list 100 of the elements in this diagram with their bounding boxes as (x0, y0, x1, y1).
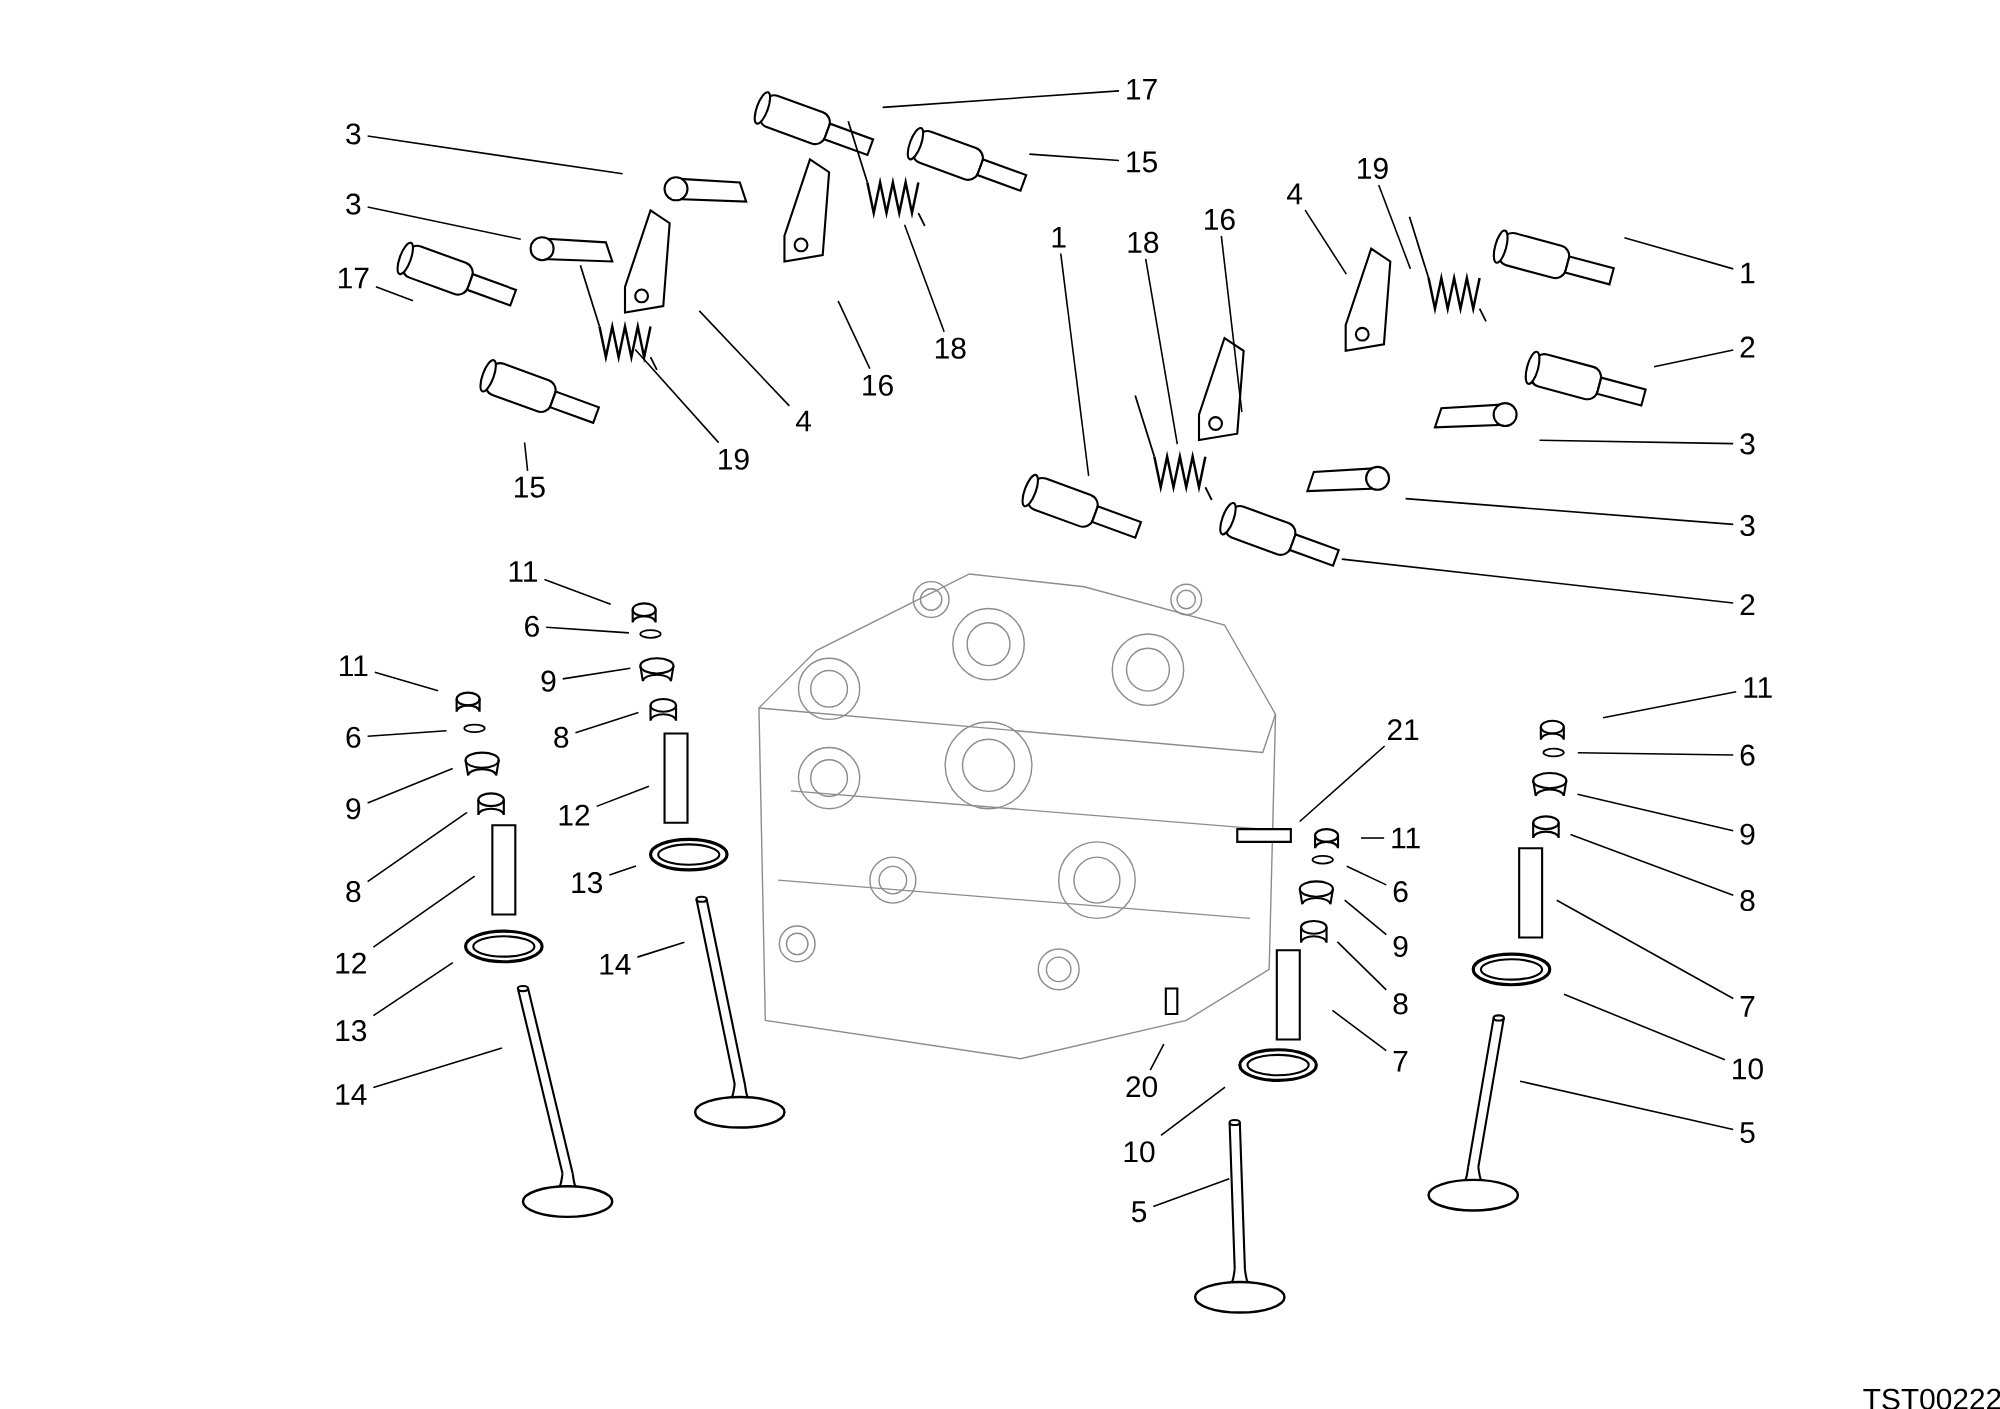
leader-line (562, 667, 632, 680)
callout-number: 9 (1740, 823, 1755, 845)
callout-number: 11 (1744, 677, 1772, 698)
callout-number: 11 (340, 655, 368, 676)
callout-number: 5 (1740, 1122, 1755, 1143)
callout-number: 15 (1127, 151, 1157, 173)
leader-line (1653, 348, 1734, 368)
leader-line (1602, 690, 1737, 719)
callout-number: 15 (515, 476, 545, 498)
leader-line (837, 299, 871, 370)
callout-number: 21 (1387, 719, 1419, 740)
callout-number: 3 (1740, 514, 1755, 536)
callout-number: 16 (863, 374, 893, 396)
callout-number: 20 (1126, 1076, 1158, 1098)
callout-number: 19 (1358, 157, 1388, 179)
leader-line (636, 941, 686, 958)
callout-number: 2 (1740, 336, 1755, 358)
callout-number: 18 (1128, 231, 1159, 253)
callout-number: 7 (1740, 995, 1755, 1017)
leader-line (595, 785, 650, 807)
leader-line (1298, 745, 1386, 823)
callout-number: 9 (346, 797, 361, 820)
leader-line (1149, 1043, 1165, 1071)
leader-line (366, 729, 448, 737)
callout-number: 14 (600, 953, 631, 975)
callout-number: 1 (1741, 262, 1755, 284)
callout-number: 11 (1392, 827, 1420, 849)
leader-line (698, 309, 791, 407)
callout-number: 8 (554, 726, 569, 748)
leader-line (1569, 833, 1734, 896)
leader-line (523, 441, 529, 472)
callout-number: 8 (346, 880, 361, 902)
leader-line (372, 961, 454, 1017)
leader-line (372, 1046, 503, 1089)
leader-line (1563, 993, 1726, 1061)
leader-line (1336, 940, 1388, 991)
leader-line (1220, 234, 1243, 413)
callout-number: 13 (572, 871, 603, 893)
callout-number: 17 (338, 267, 369, 289)
callout-number: 19 (719, 448, 749, 470)
leader-line (1059, 252, 1090, 477)
callout-number: 14 (336, 1083, 367, 1105)
callout-number: 6 (525, 615, 539, 637)
leader-line (1331, 1009, 1388, 1052)
leader-line (366, 811, 468, 883)
leader-line (1556, 899, 1734, 1000)
leader-line (543, 578, 612, 605)
callout-number: 13 (336, 1019, 367, 1041)
callout-number: 10 (1124, 1141, 1155, 1163)
leader-line (1377, 183, 1412, 270)
leader-line (366, 767, 454, 804)
callout-number: 9 (1393, 935, 1408, 957)
leader-line (608, 864, 637, 876)
callout-number: 9 (541, 670, 556, 692)
leader-line (1304, 209, 1348, 275)
leader-line (1577, 751, 1734, 756)
leader-line (634, 348, 720, 444)
callout-number: 2 (1740, 594, 1755, 615)
callout-number: 10 (1733, 1058, 1763, 1080)
callout-number: 4 (1287, 183, 1303, 204)
callout-number: 12 (559, 804, 590, 826)
callout-number: 6 (1740, 744, 1755, 766)
leader-line (1623, 236, 1734, 270)
leader-line (1343, 899, 1388, 936)
leader-line (1360, 837, 1385, 839)
callout-number: 17 (1127, 78, 1157, 100)
leader-line (1160, 1086, 1226, 1136)
leader-line (375, 285, 414, 302)
leader-line (1028, 153, 1120, 161)
leader-line (1404, 497, 1734, 525)
callout-number: 12 (336, 952, 366, 974)
leader-line (366, 135, 624, 175)
callout-number: 3 (1740, 433, 1755, 455)
callout-number: 1 (1052, 226, 1066, 248)
leader-line (1152, 1177, 1231, 1208)
callout-number: 5 (1131, 1201, 1147, 1222)
callout-number: 16 (1205, 208, 1235, 230)
callout-number: 6 (1393, 880, 1408, 902)
leader-line (374, 671, 439, 692)
leader-line (372, 875, 476, 948)
callout-number: 18 (935, 337, 966, 359)
drawing-number: TST00222 (1863, 1388, 2000, 1409)
callout-number: 7 (1393, 1050, 1408, 1072)
leader-line (366, 206, 522, 240)
leader-line (1144, 257, 1179, 445)
leader-line (1576, 793, 1734, 832)
leader-line (1341, 558, 1734, 604)
leader-line (881, 89, 1120, 108)
callout-number: 6 (346, 726, 361, 748)
leader-line (903, 223, 945, 333)
callout-number: 3 (346, 193, 361, 215)
leader-line (1538, 439, 1734, 445)
callout-number: 11 (509, 560, 537, 582)
callout-number: 8 (1393, 993, 1408, 1015)
leader-line (574, 711, 640, 734)
leader-line (1346, 865, 1388, 886)
callout-number: 8 (1740, 889, 1755, 911)
callout-number: 4 (795, 410, 812, 431)
callout-number: 3 (346, 123, 361, 145)
leader-line (1519, 1080, 1734, 1130)
